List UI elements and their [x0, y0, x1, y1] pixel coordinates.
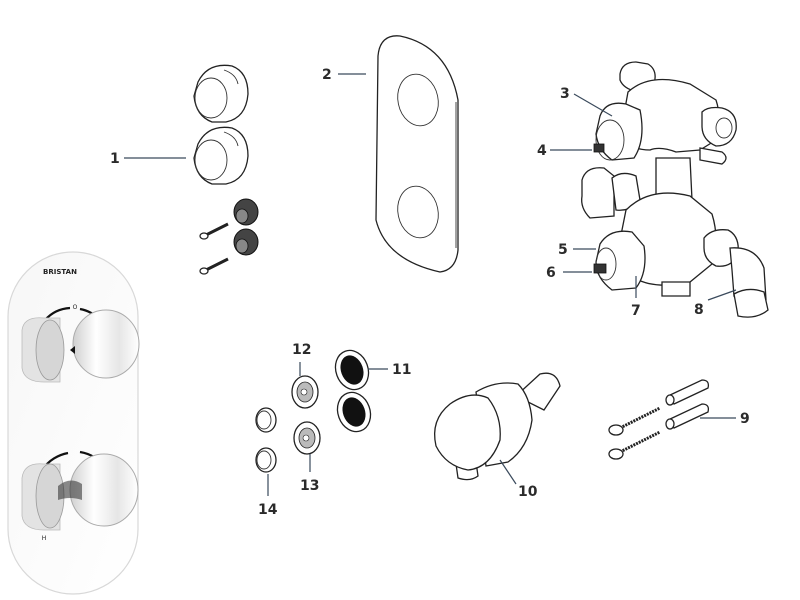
callout-2: 2 [322, 67, 332, 83]
callout-4: 4 [537, 143, 547, 159]
part-13-check-valve: 13 [293, 421, 321, 494]
grub-screw-lower [199, 257, 229, 275]
spline-adaptor-lower [233, 228, 259, 256]
assembled-shower-valve: BRISTAN O H [7, 251, 140, 595]
callout-1: 1 [110, 151, 120, 167]
part-12-check-valve: 12 [291, 342, 319, 409]
part-9-plugs-and-screws: 9 [608, 379, 750, 460]
part-2-faceplate: 2 [322, 35, 459, 273]
wall-plug-upper [665, 379, 710, 406]
brand-logo: BRISTAN [43, 268, 77, 276]
leader-8 [707, 289, 737, 301]
knob-upper [193, 64, 249, 123]
part-1-knobs: 1 [110, 64, 259, 275]
callout-9: 9 [740, 411, 750, 427]
screw-lower [608, 430, 661, 460]
wall-plug-lower [665, 403, 710, 430]
leader-3 [573, 93, 613, 117]
dial-top-marker: O [73, 304, 78, 311]
callout-13: 13 [300, 478, 319, 494]
flow-dial[interactable] [21, 450, 139, 531]
valve-body-assembly: 3 4 5 6 7 8 [537, 61, 769, 319]
callout-3: 3 [560, 86, 570, 102]
callout-10: 10 [518, 484, 538, 500]
callout-8: 8 [694, 302, 704, 318]
temperature-dial[interactable]: O [21, 304, 140, 383]
callout-5: 5 [558, 242, 568, 258]
callout-12: 12 [292, 342, 311, 358]
callout-14: 14 [258, 502, 278, 518]
leader-10 [499, 459, 517, 485]
callout-7: 7 [631, 303, 641, 319]
part-11-filter-washers: 11 [334, 349, 411, 433]
callout-6: 6 [546, 265, 556, 281]
screw-upper [608, 406, 661, 436]
spline-adaptor-upper [233, 198, 259, 226]
knob-lower [193, 126, 249, 185]
part-10-wall-outlet: 10 [433, 372, 561, 500]
grub-screw-upper [199, 222, 229, 240]
dial-bottom-marker: H [42, 535, 47, 542]
callout-11: 11 [392, 362, 411, 378]
part-14-olive-rings: 14 [255, 407, 278, 518]
